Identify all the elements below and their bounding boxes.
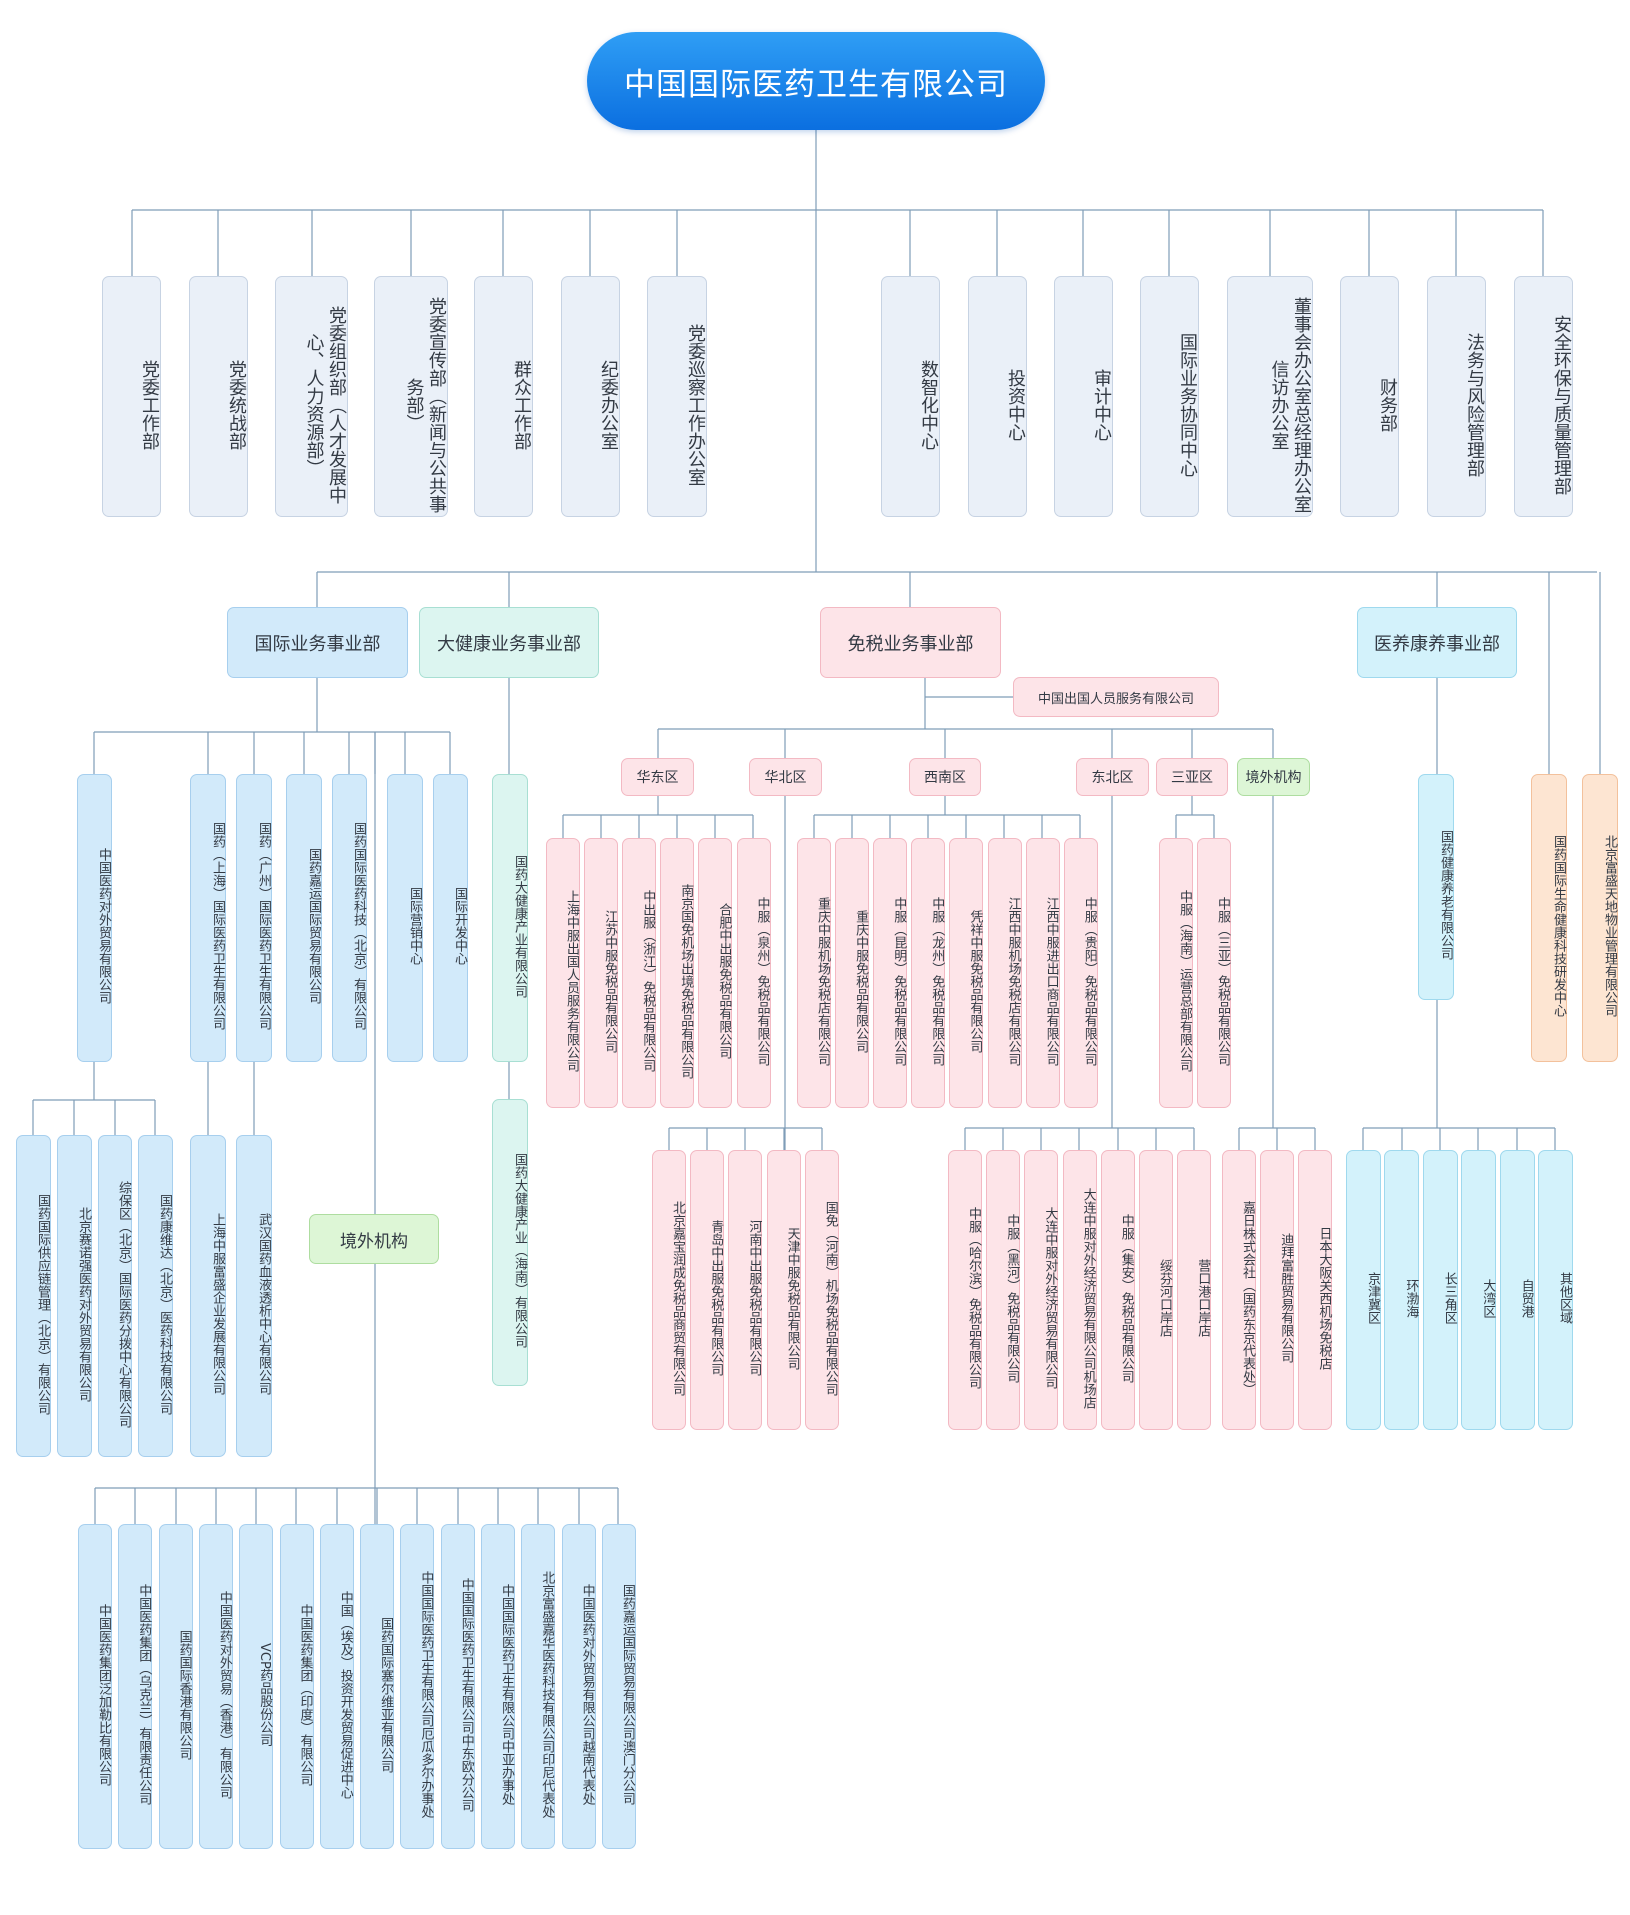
dept-box: 审计中心 [1054,276,1113,517]
region-overseas: 境外机构 [1237,758,1310,796]
kangwei-co: 国药康维达（北京）医药科技有限公司 [138,1135,173,1457]
list-item: 中国国际医药卫生有限公司厄瓜多尔办事处 [400,1524,435,1849]
guangzhou-intl-co: 国药（广州）国际医药卫生有限公司 [236,774,272,1062]
intl-trade-co: 中国医药对外贸易有限公司 [77,774,112,1062]
health-co: 国药大健康产业有限公司 [492,774,528,1062]
bj-tech-co: 国药国际医药科技（北京）有限公司 [332,774,367,1062]
list-item: 河南中出服免税品有限公司 [728,1150,763,1430]
list-item: 日本大阪关西机场免税店 [1298,1150,1333,1430]
division-elder: 医养康养事业部 [1357,607,1517,678]
list-item: 环渤海 [1384,1150,1420,1430]
list-item: 中服（哈尔滨）免税品有限公司 [948,1150,982,1430]
list-item: 凭祥中服免税品有限公司 [949,838,984,1108]
list-item: 中国医药对外贸易（香港）有限公司 [198,1524,233,1849]
list-item: 中国国际医药卫生有限公司中东欧分公司 [440,1524,475,1849]
dept-box: 党委宣传部（新闻与公共事务部） [374,276,448,517]
list-item: 大连中服对外经济贸易有限公司机场店 [1062,1150,1097,1430]
dept-box: 法务与风险管理部 [1427,276,1486,517]
list-item: 营口港口岸店 [1177,1150,1212,1430]
division-dutyfree: 免税业务事业部 [820,607,1001,678]
list-item: 中国（埃及）投资开发贸易促进中心 [319,1524,354,1849]
list-item: 中服（龙州）免税品有限公司 [911,838,946,1108]
region-east: 华东区 [621,758,694,796]
fusheng-property-co: 北京富盛天地物业管理有限公司 [1582,774,1618,1062]
dept-box: 董事会办公室总经理办公室信访办公室 [1227,276,1313,517]
dept-box: 投资中心 [968,276,1027,517]
list-item: 青岛中出服免税品有限公司 [690,1150,725,1430]
region-sanya: 三亚区 [1156,758,1228,796]
list-item: 嘉日株式会社（国药东京代表处） [1222,1150,1256,1430]
list-item: 合肥中出服免税品有限公司 [698,838,733,1108]
dept-box: 群众工作部 [474,276,533,517]
zongbao-co: 综保区（北京）国际医药分拨中心有限公司 [98,1135,132,1457]
list-item: 中国国际医药卫生有限公司中亚办事处 [481,1524,515,1849]
region-north: 华北区 [749,758,822,796]
list-item: 重庆中服免税品有限公司 [835,838,870,1108]
sainuo-co: 北京赛诺强医药对外贸易有限公司 [57,1135,92,1457]
list-item: 中服（海南）运营总部有限公司 [1159,838,1193,1108]
supply-chain-co: 国药国际供应链管理（北京）有限公司 [16,1135,51,1457]
list-item: 中国医药集团泛加勒比有限公司 [78,1524,112,1849]
elder-care-co: 国药健康养老有限公司 [1418,774,1454,1000]
list-item: 天津中服免税品有限公司 [766,1150,801,1430]
health-hainan-co: 国药大健康产业（海南）有限公司 [492,1099,528,1386]
list-item: 国免（河南）机场免税品有限公司 [804,1150,839,1430]
region-southwest: 西南区 [909,758,981,796]
intl-overseas-label: 境外机构 [309,1214,439,1264]
list-item: 上海中服出国人员服务有限公司 [546,838,580,1108]
sh-fusheng-co: 上海中服富盛企业发展有限公司 [190,1135,226,1457]
dept-box: 财务部 [1340,276,1399,517]
list-item: 中服（黑河）免税品有限公司 [986,1150,1021,1430]
list-item: 中服（集安）免税品有限公司 [1100,1150,1135,1430]
dept-box: 数智化中心 [881,276,940,517]
shanghai-intl-co: 国药（上海）国际医药卫生有限公司 [190,774,226,1062]
list-item: 国药国际香港有限公司 [158,1524,193,1849]
list-item: 北京富盛嘉华医药科技有限公司印尼代表处 [521,1524,556,1849]
list-item: 中国医药集团（印度）有限公司 [279,1524,314,1849]
dept-box: 纪委办公室 [561,276,620,517]
jiayun-co: 国药嘉运国际贸易有限公司 [286,774,322,1062]
list-item: 中国医药对外贸易有限公司越南代表处 [561,1524,596,1849]
list-item: 重庆中服机场免税店有限公司 [797,838,831,1108]
list-item: 中出服（浙江）免税品有限公司 [622,838,657,1108]
list-item: 中服（贵阳）免税品有限公司 [1063,838,1098,1108]
list-item: 国药嘉运国际贸易有限公司澳门分公司 [601,1524,636,1849]
division-intl: 国际业务事业部 [227,607,408,678]
list-item: 中服（昆明）免税品有限公司 [873,838,908,1108]
list-item: 南京国免机场出境免税品有限公司 [660,838,695,1108]
list-item: 自贸港 [1499,1150,1535,1430]
list-item: 长三角区 [1422,1150,1458,1430]
dept-box: 党委统战部 [189,276,248,517]
dept-box: 党委组织部（人才发展中心、人力资源部） [275,276,348,517]
list-item: 中服（三亚）免税品有限公司 [1197,838,1231,1108]
list-item: 京津冀区 [1346,1150,1381,1430]
division-health: 大健康业务事业部 [419,607,599,678]
intl-marketing-center: 国际营销中心 [387,774,423,1062]
cssc-co: 中国出国人员服务有限公司 [1013,677,1219,717]
list-item: 江西中服进出口商品有限公司 [1025,838,1060,1108]
list-item: 迪拜富胜贸易有限公司 [1260,1150,1295,1430]
region-northeast: 东北区 [1076,758,1149,796]
list-item: 江西中服机场免税店有限公司 [987,838,1022,1108]
list-item: 大连中服对外经济贸易有限公司 [1024,1150,1059,1430]
intl-dev-center: 国际开发中心 [433,774,468,1062]
life-tech-center: 国药国际生命健康科技研发中心 [1531,774,1567,1062]
list-item: 大湾区 [1461,1150,1497,1430]
dept-box: 党委工作部 [102,276,161,517]
list-item: 中服（泉州）免税品有限公司 [736,838,771,1108]
dept-box: 安全环保与质量管理部 [1514,276,1573,517]
list-item: VCP药品股份公司 [239,1524,274,1849]
list-item: 中国医药集团（乌克兰）有限责任公司 [118,1524,153,1849]
list-item: 江苏中服免税品有限公司 [584,838,619,1108]
root-company: 中国国际医药卫生有限公司 [587,32,1045,130]
wuhan-blood-co: 武汉国药血液透析中心有限公司 [236,1135,272,1457]
list-item: 其他区域 [1538,1150,1573,1430]
dept-box: 国际业务协同中心 [1140,276,1199,517]
list-item: 北京嘉宝润成免税品商贸有限公司 [652,1150,686,1430]
list-item: 国药国际塞尔维亚有限公司 [360,1524,395,1849]
dept-box: 党委巡察工作办公室 [647,276,707,517]
list-item: 绥芬河口岸店 [1139,1150,1173,1430]
